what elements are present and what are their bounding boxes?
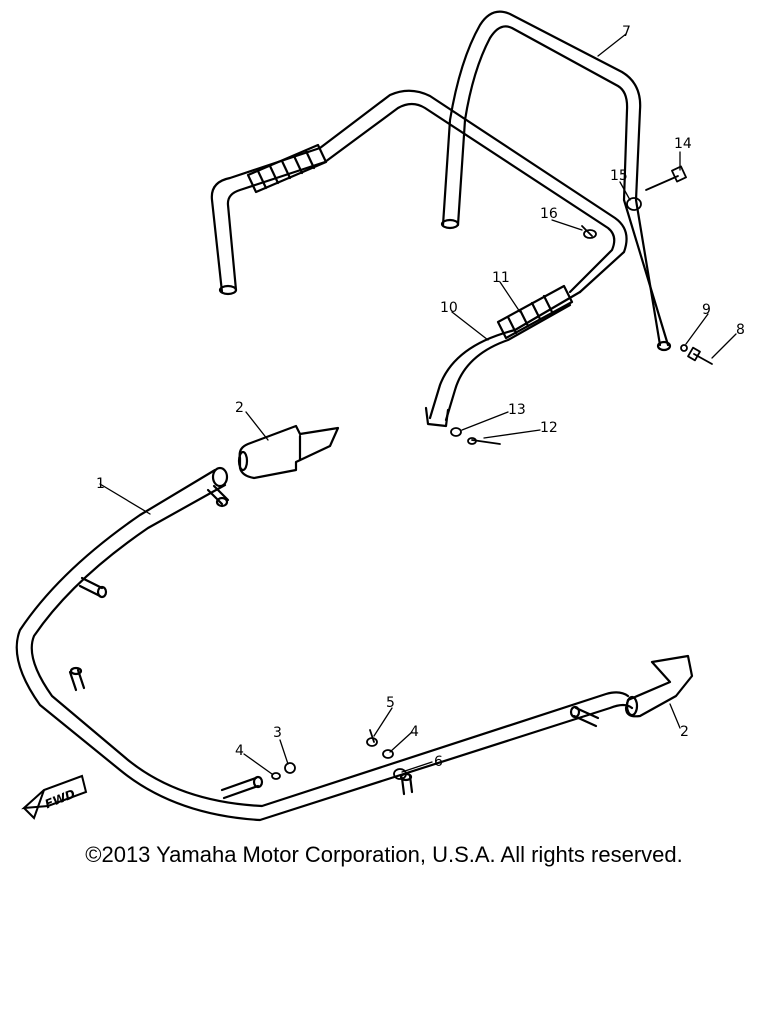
- copyright-notice: ©2013 Yamaha Motor Corporation, U.S.A. A…: [85, 842, 683, 867]
- callout-10: 10: [440, 300, 458, 316]
- leader-lines: [99, 33, 737, 775]
- callout-2-bottom: 2: [680, 724, 689, 740]
- callout-11: 11: [492, 270, 510, 286]
- callout-4-center: 4: [410, 724, 419, 740]
- callout-8: 8: [736, 322, 745, 338]
- callout-6: 6: [434, 754, 443, 770]
- part-10-side-handle: [424, 290, 582, 428]
- callout-16: 16: [540, 206, 558, 222]
- callout-9: 9: [702, 302, 711, 318]
- callout-12: 12: [540, 420, 558, 436]
- part-11-side-grip: [496, 284, 574, 340]
- part-7-rear-frame: [440, 10, 672, 352]
- part-2-end-cap-top: [237, 424, 340, 480]
- callout-1: 1: [96, 476, 105, 492]
- callout-5: 5: [386, 695, 395, 711]
- part-2-end-cap-bottom: [624, 654, 694, 718]
- callout-3: 3: [273, 725, 282, 741]
- callout-14: 14: [674, 136, 692, 152]
- part-upper-handle: [210, 89, 628, 296]
- fwd-arrow-icon: FWD: [21, 774, 88, 820]
- callout-15: 15: [610, 168, 628, 184]
- bumper-studs: [68, 484, 600, 800]
- callout-4-left: 4: [235, 743, 244, 759]
- callout-labels: 1 2 2 3 4 4 5 6 7 8 9 10 11 12 13 14 15 …: [96, 24, 745, 770]
- callout-7: 7: [622, 24, 631, 40]
- fwd-label: FWD: [43, 787, 77, 812]
- part-1-bumper: [15, 466, 634, 822]
- upper-grip: [246, 143, 328, 194]
- callout-2-top: 2: [235, 400, 244, 416]
- hardware: [271, 165, 713, 780]
- callout-13: 13: [508, 402, 526, 418]
- diagram-svg: 1 2 2 3 4 4 5 6 7 8 9 10 11 12 13 14 15 …: [15, 10, 745, 822]
